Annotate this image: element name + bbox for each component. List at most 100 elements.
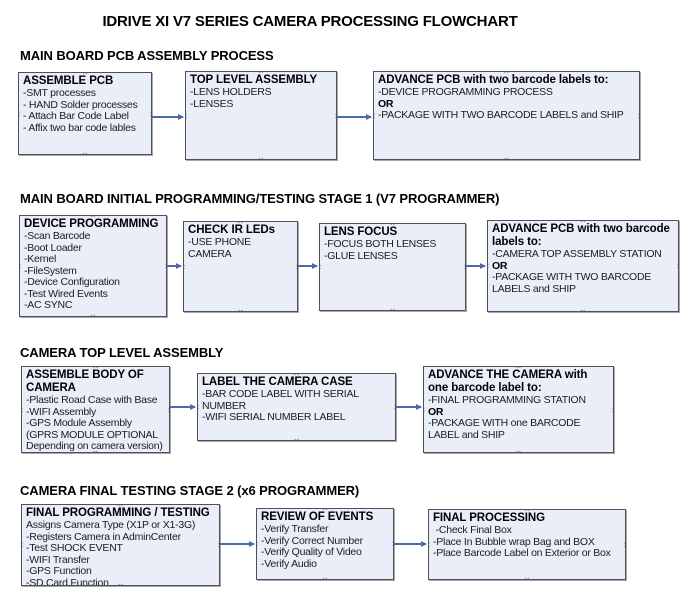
box-item: -GPS Function	[26, 565, 92, 577]
flow-arrow	[152, 113, 184, 120]
box-item: -Device Configuration	[24, 276, 120, 288]
box-item: -Verify Correct Number	[261, 534, 363, 547]
connector-handle-icon: ×	[524, 575, 530, 580]
box-item: -Registers Camera in AdminCenter	[26, 530, 181, 543]
box-item: OR	[428, 405, 444, 418]
box-title: LABEL THE CAMERA CASE	[202, 376, 353, 388]
flow-box-advance-pcb-1: ADVANCE PCB with two barcode labels to: …	[373, 71, 640, 160]
connector-handle-icon: ×	[624, 540, 625, 549]
connector-handle-icon: ×	[677, 262, 678, 271]
box-title: ASSEMBLE BODY OF CAMERA	[26, 369, 144, 394]
box-item: -AC SYNC	[24, 299, 73, 311]
flow-box-lens-focus: LENS FOCUS -FOCUS BOTH LENSES-GLUE LENSE…	[319, 223, 466, 311]
box-item: -PACKAGE WITH one BARCODE LABEL and SHIP	[428, 417, 583, 441]
box-title: ADVANCE PCB with two barcode labels to:	[378, 74, 609, 86]
connector-handle-icon: ×	[429, 540, 430, 549]
connector-handle-icon: ×	[293, 436, 300, 441]
connector-handle-icon: ×	[374, 111, 375, 120]
section-header-final-testing: CAMERA FINAL TESTING STAGE 2 (x6 PROGRAM…	[20, 483, 360, 498]
box-items: -BAR CODE LABEL WITH SERIAL NUMBER-WIFI …	[202, 388, 391, 424]
box-item: OR	[378, 97, 394, 110]
box-title: FINAL PROCESSING	[433, 512, 545, 524]
connector-handle-icon: ×	[503, 155, 510, 160]
flow-box-advance-pcb-2: ADVANCE PCB with two barcode labels to: …	[487, 220, 679, 312]
box-items: -Plastic Road Case with Base-WIFI Assemb…	[26, 394, 165, 452]
section-header-top-level-assembly: CAMERA TOP LEVEL ASSEMBLY	[20, 345, 224, 360]
box-items: -Check Final Box-Place In Bubble wrap Ba…	[433, 524, 621, 560]
box-item: -Boot Loader	[24, 241, 82, 254]
box-title: ASSEMBLE PCB	[23, 75, 114, 87]
connector-handle-icon: ×	[22, 541, 23, 550]
box-item: -WIFI Transfer	[26, 553, 90, 566]
connector-handle-icon: ×	[320, 263, 321, 272]
box-item: -PACKAGE WITH TWO BARCODE LABELS and SHI…	[378, 109, 624, 121]
flow-arrow	[337, 113, 372, 120]
connector-handle-icon: ×	[22, 405, 23, 414]
box-item: -DEVICE PROGRAMMING PROCESS	[378, 86, 553, 98]
box-item: - HAND Solder processes	[23, 98, 138, 111]
box-title: FINAL PROGRAMMING / TESTING	[26, 507, 210, 519]
box-item: -CAMERA TOP ASSEMBLY STATION	[492, 248, 662, 260]
flow-arrow	[220, 540, 255, 547]
section-header-initial-programming: MAIN BOARD INITIAL PROGRAMMING/TESTING S…	[20, 191, 500, 206]
box-item: -SD Card Function	[26, 576, 109, 586]
box-item: OR	[492, 259, 508, 272]
flow-box-top-level-assembly: TOP LEVEL ASSEMBLY -LENS HOLDERS-LENSES …	[185, 71, 337, 160]
box-title: TOP LEVEL ASSEMBLY	[190, 74, 318, 86]
connector-handle-icon: ×	[257, 540, 258, 549]
box-items: -Verify Transfer-Verify Correct Number-V…	[261, 523, 389, 570]
connector-handle-icon: ×	[515, 448, 522, 453]
box-title: CHECK IR LEDs	[188, 224, 275, 236]
box-item: -Place Barcode Label on Exterior or Box	[433, 547, 611, 559]
flow-arrow	[167, 262, 182, 269]
flow-box-final-processing: FINAL PROCESSING -Check Final Box-Place …	[428, 509, 626, 580]
connector-handle-icon: ×	[237, 307, 244, 312]
flow-box-device-programming: DEVICE PROGRAMMING -Scan Barcode-Boot Lo…	[19, 215, 167, 317]
box-item: Assigns Camera Type (X1P or X1-3G)	[26, 519, 196, 531]
flow-box-check-ir-leds: CHECK IR LEDs -USE PHONE CAMERA ××××	[183, 221, 298, 312]
connector-handle-icon: ×	[82, 150, 88, 155]
box-item: -FINAL PROGRAMMING STATION	[428, 394, 586, 406]
box-item: -Scan Barcode	[24, 230, 91, 242]
box-item: -SMT processes	[23, 87, 96, 99]
flow-arrow	[170, 403, 196, 410]
box-items: -SMT processes- HAND Solder processes- A…	[23, 87, 147, 134]
connector-handle-icon: ×	[20, 262, 21, 271]
box-items: -Scan Barcode-Boot Loader-Kernel-FileSys…	[24, 230, 162, 312]
flow-box-label-camera-case: LABEL THE CAMERA CASE -BAR CODE LABEL WI…	[197, 373, 396, 441]
box-item: -Test Wired Events	[24, 287, 108, 300]
box-item: -LENSES	[190, 97, 234, 110]
box-item: (GPRS MODULE OPTIONAL	[26, 428, 158, 441]
connector-handle-icon: ×	[186, 111, 187, 120]
box-item: -Verify Quality of Video	[261, 546, 362, 558]
box-title: LENS FOCUS	[324, 226, 398, 238]
box-title: ADVANCE PCB with two barcode labels to:	[492, 223, 670, 248]
connector-handle-icon: ×	[198, 403, 199, 412]
box-item: Depending on camera version)	[26, 440, 163, 452]
box-item: -Verify Transfer	[261, 523, 329, 535]
connector-handle-icon: ×	[612, 405, 613, 414]
connector-handle-icon: ×	[90, 312, 96, 317]
box-item: -BAR CODE LABEL WITH SERIAL NUMBER	[202, 388, 362, 412]
box-items: -USE PHONE CAMERA	[188, 236, 293, 260]
box-item: -Verify Audio	[261, 557, 317, 570]
box-item: -PACKAGE WITH TWO BARCODE LABELS and SHI…	[492, 271, 654, 295]
flow-arrow	[466, 262, 486, 269]
connector-handle-icon: ×	[322, 575, 328, 580]
connector-handle-icon: ×	[638, 111, 639, 120]
box-item: -Place In Bubble wrap Bag and BOX	[433, 535, 595, 548]
flow-box-assemble-body: ASSEMBLE BODY OF CAMERA -Plastic Road Ca…	[21, 366, 170, 453]
box-item: -WIFI Assembly	[26, 405, 97, 418]
box-item: -USE PHONE CAMERA	[188, 236, 254, 260]
box-items: -LENS HOLDERS-LENSES	[190, 86, 332, 110]
box-items: -FOCUS BOTH LENSES-GLUE LENSES	[324, 238, 461, 262]
flow-arrow	[394, 540, 427, 547]
box-title: DEVICE PROGRAMMING	[24, 218, 159, 230]
connector-handle-icon: ×	[424, 405, 425, 414]
box-item: -Plastic Road Case with Base	[26, 394, 158, 406]
box-item: - Attach Bar Code Label	[23, 110, 129, 122]
